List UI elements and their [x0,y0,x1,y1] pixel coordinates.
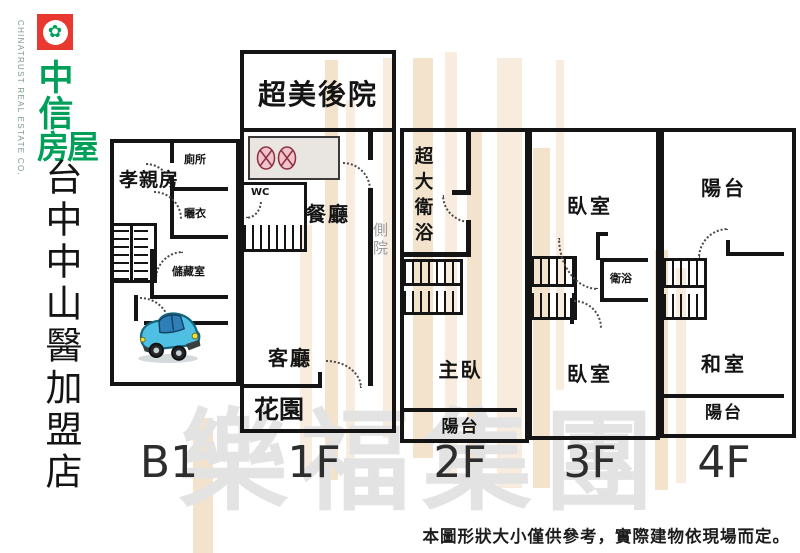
building-sketch-watermark [413,58,433,458]
wall [726,252,784,256]
kitchen-counter [248,136,340,180]
wall [170,187,228,191]
flower-icon: ✿ [42,19,68,45]
wall [150,249,154,299]
room-label-master: 主臥 [438,358,483,382]
room-label-living: 客廳 [268,346,312,370]
room-label-dining: 餐廳 [306,202,350,226]
room-label-storage: 儲藏室 [172,265,205,278]
wall [368,132,373,160]
building-sketch-watermark [383,58,392,438]
wall [596,232,608,236]
building-sketch-watermark [556,60,564,390]
wall [150,295,228,299]
stair-divider [664,285,704,288]
room-label-bath-3f: 衛浴 [610,272,632,285]
room-label-toilet: 廁所 [184,153,206,166]
stair-flight [114,226,129,280]
disclaimer-text: 本圖形狀大小僅供參考，實際建物依現場而定。 [422,527,790,546]
floor-tag-3f: 3F [563,437,617,488]
door-arc [343,162,371,190]
wall [600,258,648,262]
room-label-balcony-2f: 陽台 [441,417,480,437]
building-sketch-watermark [300,225,312,475]
floor-tag-2f: 2F [433,437,487,488]
room-label-wc: WC [251,187,270,198]
brand-logo-char3: 房屋 [37,128,99,166]
stair-flight [664,294,704,317]
stairs [664,258,707,320]
stairs [114,223,157,283]
stair-flight [532,293,574,317]
building-sketch-watermark [676,268,686,483]
floor-tag-b1: B1 [139,437,199,488]
wall [170,143,174,163]
stair-divider [404,283,460,286]
room-label-bedroom-upper: 臥室 [567,194,613,218]
door-arc [154,191,182,219]
stair-divider [532,284,574,287]
wc-room: WC [244,182,307,252]
brand-logo-char1: 中 [38,58,74,99]
door-arc [442,195,470,223]
building-sketch-watermark [346,100,355,480]
stairs [404,259,463,315]
brand-english-name: CHINATRUST REAL ESTATE CO. [16,20,25,177]
wall [452,190,471,195]
building-sketch-watermark [467,128,482,478]
room-label-parents: 孝親房 [119,169,180,191]
store-name: 台中中山醫加盟店 [39,158,82,494]
wall [466,132,471,192]
stair-flight [664,261,704,285]
plan-3f: 臥室 衛浴 臥室 [528,128,660,440]
door-arc [698,228,728,258]
brand-logo-mark: ✿ [37,14,73,50]
stairs [244,225,304,249]
wall [600,298,648,302]
door-arc [574,300,602,328]
stair-flight [134,226,148,280]
wall [596,232,600,260]
building-sketch-watermark [193,418,213,553]
stair-divider [130,226,133,280]
floor-tag-1f: 1F [287,437,341,488]
door-arc [326,360,362,388]
wall [664,394,784,398]
plan-1f-backyard: 超美後院 [240,50,396,132]
wall [600,258,604,302]
plan-2f: 超大衛浴 主臥 陽台 [400,128,529,443]
wall [726,240,730,256]
room-label-side-yard: 側院 [371,222,389,258]
wall [244,384,322,388]
wall [404,408,517,412]
stair-flight [404,262,460,283]
stairs [532,256,577,320]
room-label-tatami: 和室 [701,352,747,376]
wall [170,175,174,191]
floor-tag-4f: 4F [697,437,751,488]
room-label-bedroom-lower: 臥室 [567,362,613,386]
brand-logo-char2: 信 [38,94,74,135]
wall [368,188,373,386]
room-label-garden: 花園 [254,395,305,424]
wall [170,235,228,239]
wall [570,298,574,324]
company-watermark: 樂福集團 [178,397,666,526]
plan-1f: WC 餐廳 側院 客廳 花園 [240,128,396,433]
room-label-balcony-upper: 陽台 [701,176,747,200]
room-label-big-bath: 超大衛浴 [412,146,433,248]
plan-b1: 孝親房 廁所 曬衣 儲藏室 [110,139,240,386]
room-label-balcony-lower: 陽台 [705,403,743,423]
stair-flight [404,291,460,312]
car-icon [138,312,201,363]
door-arc [246,201,262,219]
wall [466,220,471,255]
wall [318,372,322,388]
wall [134,295,138,321]
wall [404,252,471,257]
plan-4f: 陽台 和室 陽台 [660,128,796,438]
stove-icon [256,146,297,170]
room-label-laundry: 曬衣 [184,207,206,220]
room-label-backyard: 超美後院 [257,78,378,111]
